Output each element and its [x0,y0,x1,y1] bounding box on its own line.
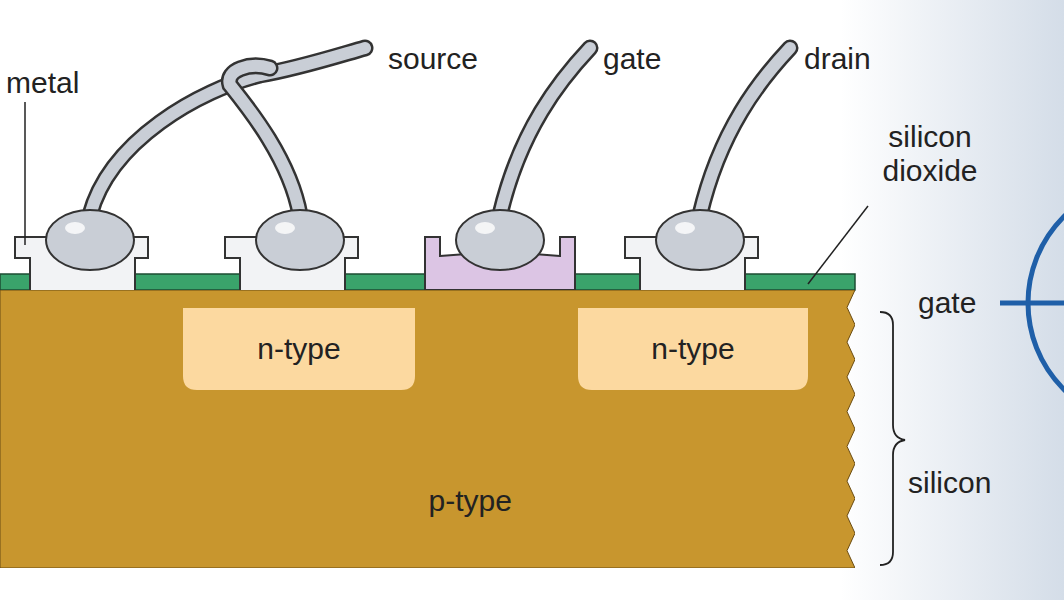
region-label: p-type [429,484,512,518]
n-type-region: n-type [578,308,808,390]
n-type-region: n-type [183,308,415,390]
solder-blobs [46,210,744,270]
gate-lead [1000,301,1064,306]
material-label: silicon [908,466,991,500]
metal-label: metal [6,66,79,100]
terminal-label: gate [603,42,661,76]
layer-label: silicon dioxide [850,120,1010,188]
silicon-bracket [880,312,905,565]
region-label: n-type [257,332,340,366]
highlights [65,222,695,234]
symbol-label: gate [918,286,976,320]
region-label: n-type [651,332,734,366]
terminal-label: source [388,42,478,76]
terminal-label: drain [804,42,871,76]
p-type-region: p-type n-type n-type [0,290,855,568]
leader-lines [25,102,868,284]
